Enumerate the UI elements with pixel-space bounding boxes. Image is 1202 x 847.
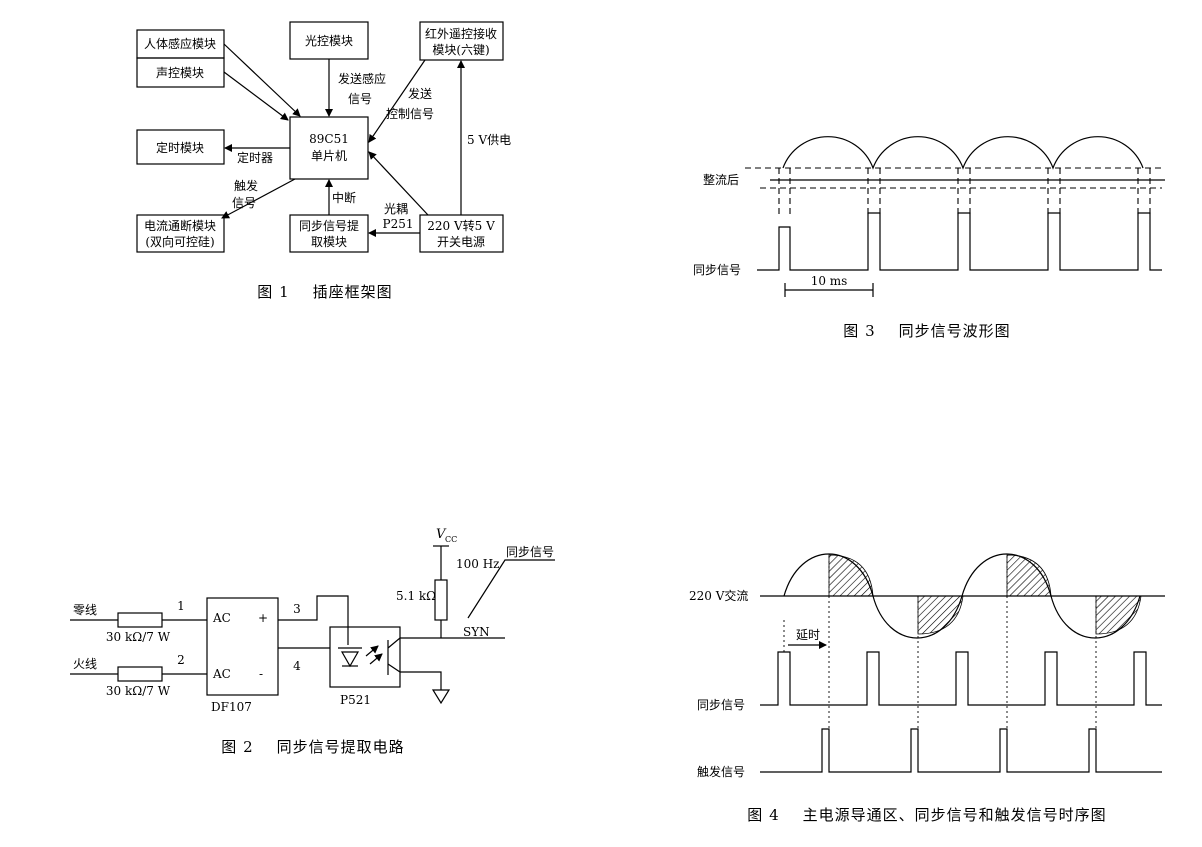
projection-dashes <box>778 168 1151 215</box>
led-diode <box>340 651 360 668</box>
collector-wire <box>387 637 441 649</box>
fig3-waveform: 10 ms 整流后 同步信号 图 3 同步信号波形图 <box>693 136 1165 340</box>
r2-label: 30 kΩ/7 W <box>106 684 171 698</box>
ir-to-mcu-arrow <box>368 59 426 143</box>
current-switch-box <box>136 214 225 253</box>
syn-label: SYN <box>463 625 490 639</box>
mcu-label-1: 89C51 <box>309 132 349 146</box>
mcu-label-2: 单片机 <box>311 149 347 163</box>
current-switch-label-1: 电流通断模块 <box>144 218 216 233</box>
bridge-rectifier-box <box>206 597 279 696</box>
conduction-area-4 <box>1095 595 1142 635</box>
emitter-wire <box>387 663 442 690</box>
opto-label: P521 <box>340 693 371 707</box>
send-sense-label-2: 信号 <box>348 92 372 106</box>
sync-pulse-train <box>760 651 1162 706</box>
vcc-label: V <box>436 527 447 542</box>
delay-label: 延时 <box>796 628 820 642</box>
bridge-label: DF107 <box>211 700 252 714</box>
optocoupler-box <box>329 626 401 688</box>
power-supply-label-1: 220 V转5 V <box>427 218 495 233</box>
light-control-label: 光控模块 <box>305 34 353 48</box>
ac1-label: AC <box>212 611 231 625</box>
fig1-caption: 图 1 插座框架图 <box>257 283 392 301</box>
pullup-resistor <box>434 579 448 621</box>
sync-extract-label-1: 同步信号提 <box>299 218 359 233</box>
resistor-value-label: 5.1 kΩ <box>396 589 436 603</box>
human-sensor-label: 人体感应模块 <box>144 36 216 51</box>
fig2-caption: 图 2 同步信号提取电路 <box>221 738 404 756</box>
ac2-label: AC <box>212 667 231 681</box>
send-sense-label-1: 发送感应 <box>338 71 386 86</box>
mcu-box <box>289 116 369 180</box>
sync-label: 同步信号 <box>697 698 745 712</box>
pin4-label: 4 <box>293 659 301 673</box>
power-supply-label-2: 开关电源 <box>437 235 485 249</box>
light-arrow-1 <box>365 645 379 657</box>
resistor-r1 <box>117 612 163 628</box>
trigger-label-2: 信号 <box>232 196 256 210</box>
fig2-circuit: 零线 火线 30 kΩ/7 W 30 kΩ/7 W 1 2 AC AC + - … <box>70 527 555 756</box>
ac-label: 220 V交流 <box>689 588 748 603</box>
trigger-label-1: 触发 <box>234 178 258 193</box>
sync-extract-label-2: 取模块 <box>311 235 347 249</box>
human-to-mcu-arrow <box>223 43 301 117</box>
light-arrow-2 <box>369 653 383 665</box>
sync-signal-label: 同步信号 <box>506 545 554 559</box>
sync-leader-line <box>467 559 555 619</box>
send-ctrl-label-1: 发送 <box>408 86 432 101</box>
ir-receiver-label-1: 红外遥控接收 <box>425 26 497 41</box>
send-ctrl-label-2: 控制信号 <box>386 107 434 121</box>
rectified-wave <box>782 136 1144 170</box>
fig4-timing: 220 V交流 延时 同步信号 触发信号 图 4 主电源导通区、同步信号和触发信… <box>689 553 1165 824</box>
ir-receiver-label-2: 模块(六键) <box>432 43 489 57</box>
rectified-label: 整流后 <box>703 172 739 187</box>
fig1-block-diagram: 人体感应模块 声控模块 光控模块 红外遥控接收 模块(六键) 89C51 单片机… <box>136 21 511 301</box>
live-label: 火线 <box>73 657 97 671</box>
fig4-caption: 图 4 主电源导通区、同步信号和触发信号时序图 <box>747 806 1106 824</box>
conduction-area-2 <box>917 595 964 635</box>
pin3-label: 3 <box>293 602 301 616</box>
r1-label: 30 kΩ/7 W <box>106 630 171 644</box>
minus-label: - <box>259 667 263 681</box>
mcu-to-current-arrow <box>221 178 296 219</box>
timer-label: 定时模块 <box>156 140 204 155</box>
pin3-wire <box>278 595 349 645</box>
voice-control-label: 声控模块 <box>156 66 204 80</box>
trigger-pulse-train <box>760 728 1162 773</box>
pin1-label: 1 <box>177 599 185 613</box>
neutral-label: 零线 <box>73 603 97 617</box>
plus-label: + <box>258 611 268 625</box>
interrupt-label: 中断 <box>332 190 356 205</box>
timer-arrow-label: 定时器 <box>237 150 273 165</box>
ground-icon <box>431 689 451 705</box>
power-to-mcu-arrow <box>368 151 429 216</box>
pin2-label: 2 <box>177 653 185 667</box>
opto-label-2: P251 <box>383 217 414 231</box>
freq-label: 100 Hz <box>456 557 500 571</box>
fig3-caption: 图 3 同步信号波形图 <box>843 322 1010 340</box>
sync-pulse-train <box>757 212 1162 271</box>
current-switch-label-2: (双向可控硅) <box>145 234 214 249</box>
sync-signal-label: 同步信号 <box>693 263 741 277</box>
resistor-r2 <box>117 666 163 682</box>
trigger-label: 触发信号 <box>697 764 745 779</box>
period-label: 10 ms <box>811 274 848 288</box>
voice-to-mcu-arrow <box>223 71 289 121</box>
opto-label-1: 光耦 <box>384 202 408 216</box>
supply-label: 5 V供电 <box>467 133 511 147</box>
vcc-subscript: CC <box>445 535 457 544</box>
